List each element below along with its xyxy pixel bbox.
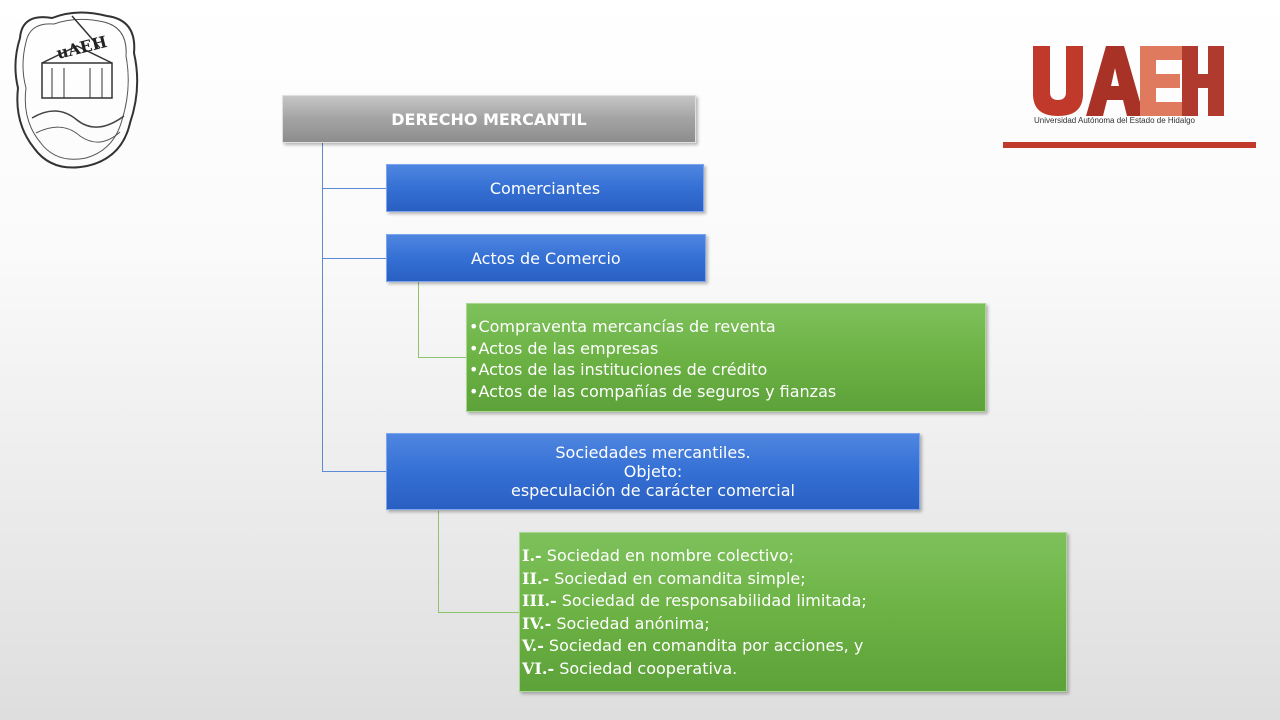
uaeh-logo: Universidad Autónoma del Estado de Hidal… — [1000, 40, 1258, 152]
connector-root-vertical — [322, 143, 323, 472]
list-item: V.- Sociedad en comandita por acciones, … — [522, 636, 864, 655]
list-item: II.- Sociedad en comandita simple; — [522, 568, 806, 588]
list-item: •Actos de las compañías de seguros y fia… — [469, 381, 837, 401]
node-derecho-mercantil-label: DERECHO MERCANTIL — [391, 109, 587, 129]
list-item: VI.- Sociedad cooperativa. — [522, 658, 738, 678]
node-derecho-mercantil: DERECHO MERCANTIL — [282, 95, 696, 143]
node-comerciantes: Comerciantes — [386, 164, 704, 212]
connector-sociedades-items — [438, 612, 519, 613]
node-comerciantes-label: Comerciantes — [489, 178, 601, 198]
node-actos-de-comercio-label: Actos de Comercio — [471, 248, 621, 268]
connector-sociedades — [322, 471, 386, 472]
connector-actos — [322, 258, 386, 259]
node-sociedades-items: I.- Sociedad en nombre colectivo; II.- S… — [519, 532, 1067, 692]
list-item: •Actos de las empresas — [469, 338, 659, 358]
connector-comerciantes — [322, 188, 386, 189]
logo-underline — [1003, 142, 1256, 148]
uaeh-subtitle: Universidad Autónoma del Estado de Hidal… — [1034, 116, 1195, 125]
seal-icon — [14, 11, 139, 169]
list-item: •Compraventa mercancías de reventa — [469, 317, 776, 336]
node-sociedades-line: Sociedades mercantiles. — [555, 443, 751, 462]
node-sociedades-line: especulación de carácter comercial — [510, 481, 795, 500]
node-sociedades-mercantiles: Sociedades mercantiles. Objeto: especula… — [386, 433, 920, 510]
list-item: III.- Sociedad de responsabilidad limita… — [522, 591, 867, 610]
connector-sociedades-items-vertical — [438, 511, 439, 612]
node-sociedades-line: Objeto: — [623, 462, 683, 481]
node-actos-items: •Compraventa mercancías de reventa •Acto… — [466, 303, 986, 412]
uaeh-seal-logo: uAEH — [12, 8, 142, 173]
list-item: IV.- Sociedad anónima; — [522, 613, 710, 633]
connector-actos-items — [418, 357, 466, 358]
list-item: •Actos de las instituciones de crédito — [469, 360, 768, 379]
uaeh-wordmark-icon — [1033, 46, 1224, 116]
node-actos-de-comercio: Actos de Comercio — [386, 234, 706, 282]
connector-actos-items-vertical — [418, 281, 419, 357]
list-item: I.- Sociedad en nombre colectivo; — [522, 546, 794, 565]
